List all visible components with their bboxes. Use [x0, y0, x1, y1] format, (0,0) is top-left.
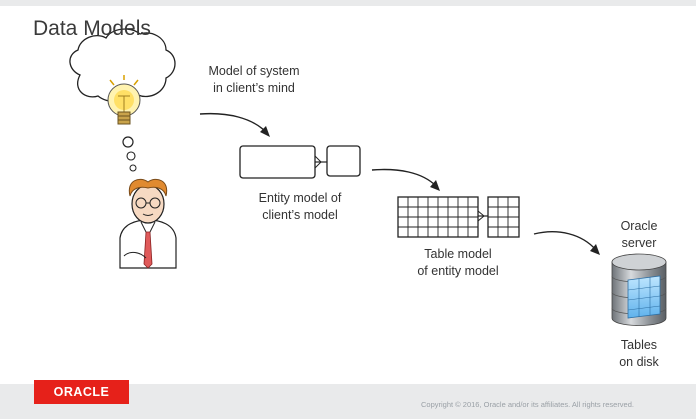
copyright-notice: Copyright © 2016, Oracle and/or its affi… — [421, 400, 634, 409]
arrow-mind-to-entity — [199, 112, 270, 137]
tables-on-disk-label-line2: on disk — [619, 355, 659, 369]
slide-title: Data Models — [33, 17, 151, 40]
thinking-person-icon — [119, 178, 177, 269]
oracle-logo: ORACLE — [34, 380, 129, 404]
tables-on-disk-label: Tables on disk — [599, 337, 679, 371]
mind-model-label: Model of system in client’s mind — [184, 63, 324, 97]
entity-model-label-line1: Entity model of — [258, 191, 342, 205]
table-model-label: Table model of entity model — [398, 246, 518, 280]
tables-on-disk-label-line1: Tables — [620, 338, 658, 352]
lightbulb-icon — [107, 75, 141, 125]
entity-model-diagram — [239, 145, 361, 179]
oracle-server-label-line2: server — [621, 236, 657, 250]
oracle-server-label-line1: Oracle — [620, 219, 658, 233]
oracle-server-label: Oracle server — [599, 218, 679, 252]
table-model-diagram — [397, 196, 520, 238]
mind-model-label-line2: in client’s mind — [213, 81, 295, 95]
table-model-label-line2: of entity model — [417, 264, 499, 278]
entity-model-label-line2: client’s model — [262, 208, 338, 222]
entity-model-label: Entity model of client’s model — [240, 190, 360, 224]
database-server-icon — [611, 253, 667, 326]
arrow-entity-to-table — [371, 168, 440, 191]
arrow-table-to-server — [533, 231, 600, 255]
mind-model-label-line1: Model of system — [208, 64, 300, 78]
table-model-label-line1: Table model — [424, 247, 492, 261]
